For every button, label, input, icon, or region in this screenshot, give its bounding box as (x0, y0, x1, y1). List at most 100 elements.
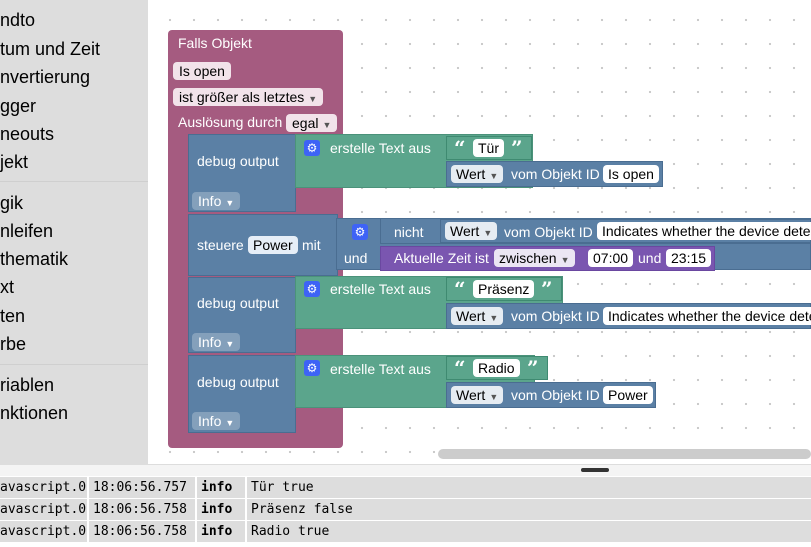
quote-close-icon: ” (541, 277, 553, 301)
gear-icon[interactable]: ⚙ (352, 224, 368, 240)
debug-level-value: Info (198, 334, 222, 350)
value-dropdown-value: Wert (456, 166, 486, 182)
text-string-field[interactable]: Tür (473, 139, 504, 157)
debug-output-label: debug output (197, 295, 279, 311)
category-item[interactable]: xt (0, 277, 15, 297)
time-from-field[interactable]: 07:00 (588, 249, 634, 267)
chevron-down-icon: ▼ (225, 198, 235, 208)
debug-output-block[interactable] (188, 355, 296, 433)
trigger-title: Falls Objekt (178, 35, 252, 51)
value-dropdown-value: Wert (456, 308, 486, 324)
debug-output-block[interactable] (188, 134, 296, 212)
log-message: Präsenz false (247, 499, 811, 520)
category-item[interactable]: ndto (0, 10, 36, 30)
trigger-condition-value: ist größer als letztes (179, 89, 305, 105)
object-id-label: vom Objekt ID (511, 308, 600, 324)
not-label: nicht (394, 224, 424, 240)
gear-icon[interactable]: ⚙ (304, 360, 320, 376)
log-time: 18:06:56.758 (89, 499, 195, 520)
quote-close-icon: ” (527, 356, 539, 380)
chevron-down-icon: ▼ (560, 255, 570, 265)
trigger-label: Auslösung durch (178, 114, 283, 130)
log-row: avascript.0 18:06:56.758 info Präsenz fa… (0, 499, 811, 520)
time-label: Aktuelle Zeit ist (394, 250, 489, 266)
debug-output-label: debug output (197, 374, 279, 390)
quote-close-icon: ” (511, 136, 523, 160)
time-op-dropdown[interactable]: zwischen▼ (494, 249, 575, 267)
control-label: steuere (197, 237, 244, 253)
debug-level-dropdown[interactable]: Info▼ (192, 192, 241, 210)
object-id-field[interactable]: Indicates whether the device detects (603, 307, 811, 325)
category-item[interactable]: nleifen (0, 221, 54, 241)
quote-open-icon: “ (454, 136, 466, 160)
panel-splitter[interactable] (0, 464, 811, 477)
logic-and-label: und (344, 250, 368, 266)
object-id-label: vom Objekt ID (511, 166, 600, 182)
category-item[interactable]: tum und Zeit (0, 39, 101, 59)
debug-level-value: Info (198, 413, 222, 429)
chevron-down-icon: ▼ (322, 120, 332, 130)
value-dropdown[interactable]: Wert▼ (451, 165, 504, 183)
blockly-workspace[interactable]: Falls Objekt Is open ist größer als letz… (148, 0, 811, 464)
value-dropdown[interactable]: Wert▼ (451, 307, 504, 325)
chevron-down-icon: ▼ (225, 339, 235, 349)
chevron-down-icon: ▼ (489, 171, 499, 181)
gear-icon[interactable]: ⚙ (304, 140, 320, 156)
text-string-field[interactable]: Präsenz (473, 280, 535, 298)
splitter-grip-icon[interactable] (581, 468, 609, 472)
category-item[interactable]: gger (0, 96, 37, 116)
object-id-field[interactable]: Indicates whether the device detects (597, 222, 811, 240)
log-row: avascript.0 18:06:56.758 info Radio true (0, 521, 811, 542)
log-message: Tür true (247, 477, 811, 498)
debug-level-dropdown[interactable]: Info▼ (192, 333, 241, 351)
category-item[interactable]: rbe (0, 334, 27, 354)
object-id-field[interactable]: Is open (603, 165, 659, 183)
object-id-field[interactable]: Power (603, 386, 653, 404)
chevron-down-icon: ▼ (225, 418, 235, 428)
create-text-label: erstelle Text aus (330, 361, 431, 377)
category-sidebar: ndto tum und Zeit nvertierung gger neout… (0, 0, 148, 464)
category-item[interactable]: neouts (0, 124, 55, 144)
control-with-label: mit (302, 237, 321, 253)
log-time: 18:06:56.758 (89, 521, 195, 542)
category-item[interactable]: riablen (0, 375, 55, 395)
log-source: avascript.0 (0, 499, 87, 520)
log-panel: avascript.0 18:06:56.757 info Tür true a… (0, 476, 811, 547)
category-item[interactable]: nktionen (0, 403, 69, 423)
trigger-value-dropdown[interactable]: egal▼ (286, 114, 338, 132)
chevron-down-icon: ▼ (308, 94, 318, 104)
time-op-value: zwischen (499, 250, 557, 266)
trigger-state-field[interactable]: Is open (173, 62, 231, 80)
log-level: info (197, 499, 245, 520)
workspace-horizontal-scrollbar[interactable] (438, 449, 811, 459)
quote-open-icon: “ (454, 356, 466, 380)
trigger-value: egal (292, 115, 319, 131)
gear-icon[interactable]: ⚙ (304, 281, 320, 297)
category-separator (0, 181, 148, 182)
category-item[interactable]: jekt (0, 152, 29, 172)
category-item[interactable]: gik (0, 193, 24, 213)
log-time: 18:06:56.757 (89, 477, 195, 498)
log-row: avascript.0 18:06:56.757 info Tür true (0, 477, 811, 498)
create-text-label: erstelle Text aus (330, 281, 431, 297)
control-target-field[interactable]: Power (248, 236, 298, 254)
category-item[interactable]: nvertierung (0, 67, 91, 87)
value-dropdown-value: Wert (456, 387, 486, 403)
value-dropdown-value: Wert (450, 223, 480, 239)
log-message: Radio true (247, 521, 811, 542)
object-id-label: vom Objekt ID (504, 224, 593, 240)
category-item[interactable]: thematik (0, 249, 69, 269)
text-string-field[interactable]: Radio (473, 359, 520, 377)
object-id-label: vom Objekt ID (511, 387, 600, 403)
debug-level-dropdown[interactable]: Info▼ (192, 412, 241, 430)
value-dropdown[interactable]: Wert▼ (445, 222, 498, 240)
debug-output-block[interactable] (188, 277, 296, 353)
time-to-field[interactable]: 23:15 (666, 249, 712, 267)
chevron-down-icon: ▼ (489, 313, 499, 323)
debug-level-value: Info (198, 193, 222, 209)
log-level: info (197, 521, 245, 542)
category-item[interactable]: ten (0, 306, 26, 326)
value-dropdown[interactable]: Wert▼ (451, 386, 504, 404)
trigger-condition-dropdown[interactable]: ist größer als letztes▼ (173, 88, 324, 106)
chevron-down-icon: ▼ (489, 392, 499, 402)
